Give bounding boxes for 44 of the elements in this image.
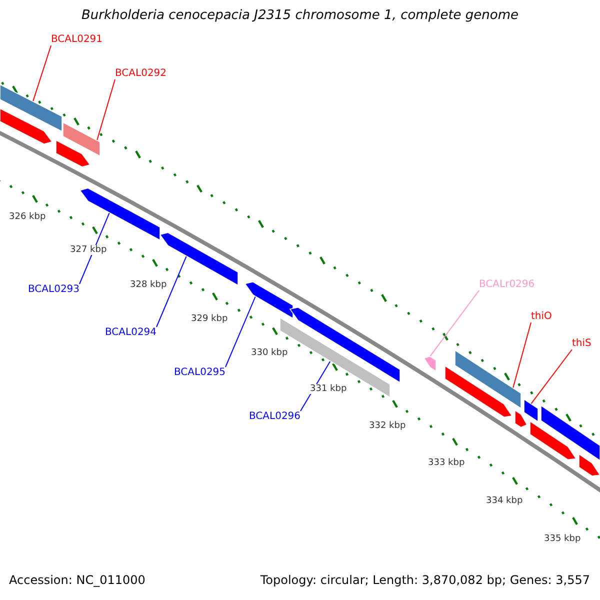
scale-label: 331 kbp	[310, 384, 347, 394]
gene-segment	[0, 108, 53, 144]
title: Burkholderia cenocepacia J2315 chromosome 1, complete genome	[80, 9, 520, 24]
gene-label: thiO	[531, 311, 552, 322]
gene-segment	[514, 410, 528, 428]
scale-label: 329 kbp	[191, 314, 228, 324]
footer-text: Accession: NC_011000	[9, 574, 146, 588]
gene-label: BCAL0295	[174, 367, 226, 378]
scale-label: 335 kbp	[544, 534, 581, 544]
gene-bar	[524, 398, 538, 422]
gene-bar	[62, 122, 100, 157]
leader-line	[512, 322, 532, 388]
scale-label: 328 kbp	[130, 280, 167, 290]
gene-segment	[444, 365, 513, 418]
leader-line	[156, 255, 187, 328]
scale-label: 332 kbp	[369, 421, 406, 432]
scale-label: 326 kbp	[9, 212, 46, 222]
scale-label: 334 kbp	[486, 496, 523, 506]
leader-line	[96, 79, 116, 141]
gene-bar	[454, 350, 522, 410]
gene-segment	[289, 306, 400, 384]
gene-label: BCAL0294	[105, 327, 157, 338]
gene-label: BCAL0292	[115, 68, 167, 80]
gene-label: BCAL0293	[28, 284, 80, 296]
gene-bar	[0, 84, 62, 132]
gene-label: BCAL0296	[249, 411, 301, 422]
gene-segment	[79, 188, 160, 241]
leader-line	[32, 45, 52, 102]
scale-label: 327 kbp	[70, 245, 107, 256]
gene-segment	[423, 356, 436, 372]
leader-line	[225, 296, 256, 368]
gene-segment	[56, 140, 91, 168]
gene-label: BCAL0291	[51, 34, 103, 46]
leader-line	[79, 212, 110, 284]
scale-label: 330 kbp	[251, 348, 288, 358]
gene-segment	[578, 453, 600, 476]
gene-segment	[244, 281, 294, 319]
gene-label: thiS	[572, 338, 592, 350]
scale-label: 333 kbp	[428, 458, 465, 468]
leader-line	[430, 290, 480, 357]
gene-bar	[540, 404, 600, 462]
gene-label: BCALr0296	[479, 279, 535, 290]
footer-text: Topology: circular; Length: 3,870,082 bp; Genes: 3,557	[260, 574, 590, 588]
gene-segment	[530, 420, 577, 460]
